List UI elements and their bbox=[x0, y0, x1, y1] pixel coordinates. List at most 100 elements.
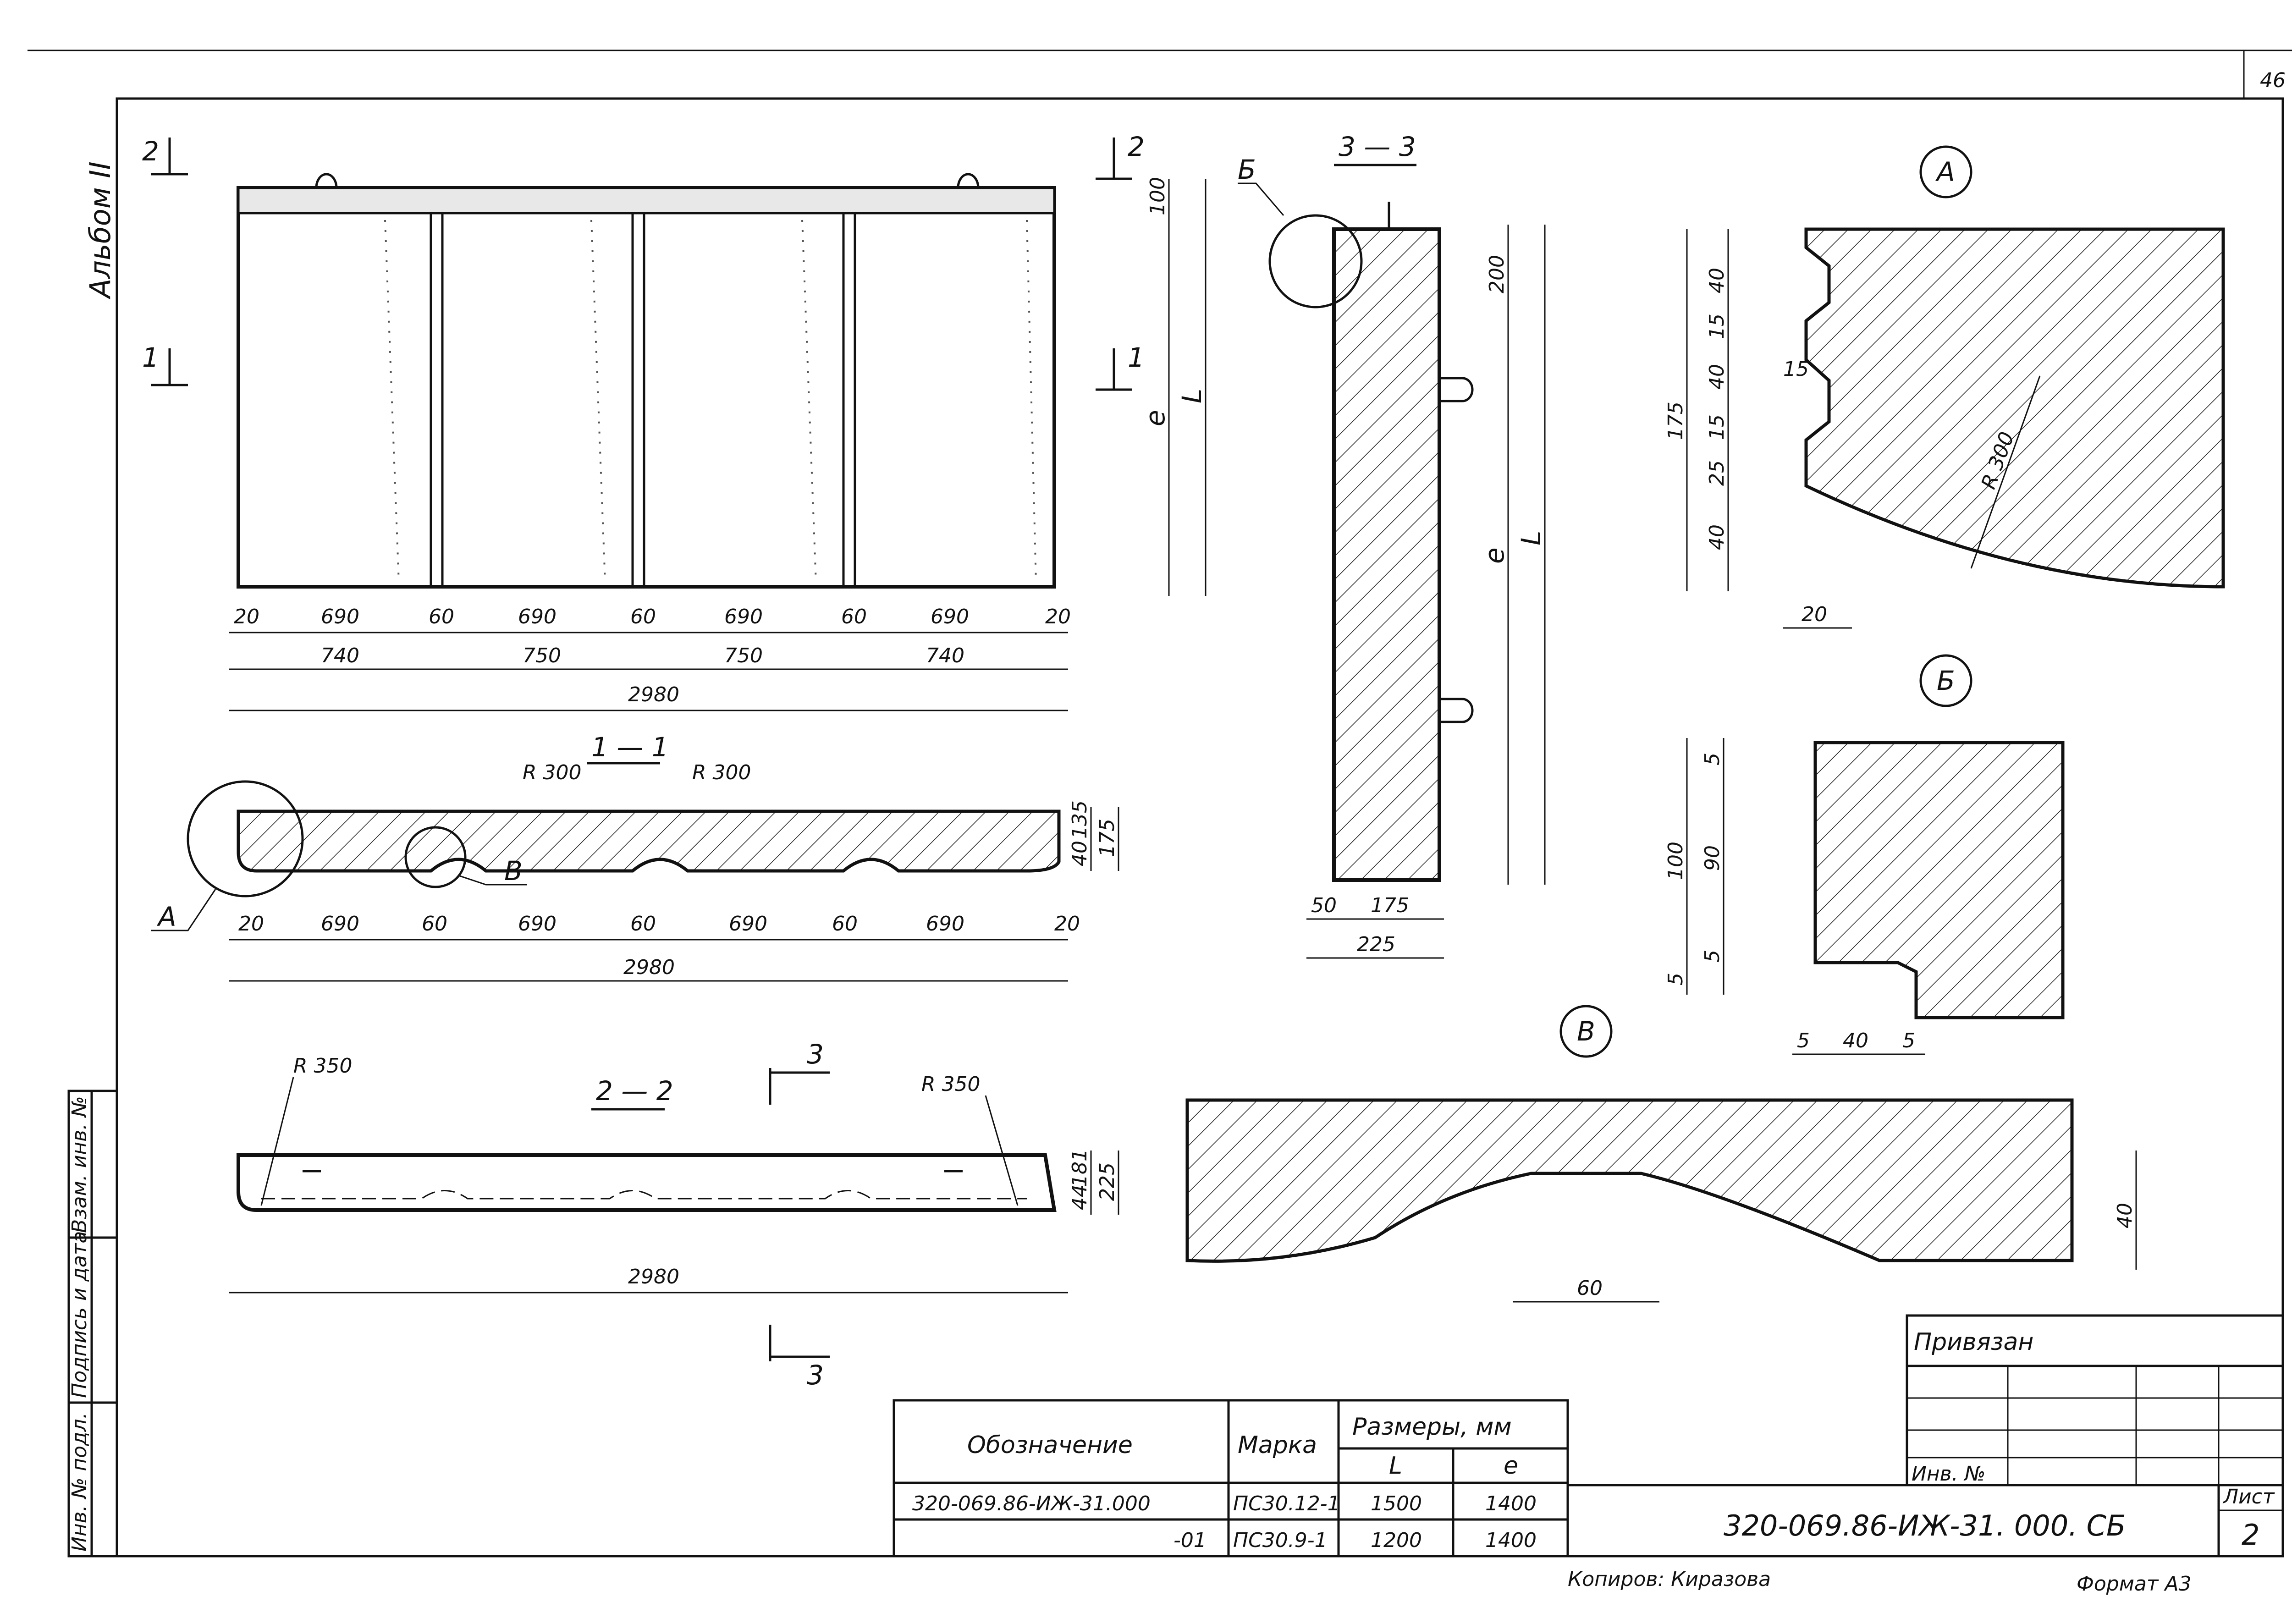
loop-upper bbox=[1439, 377, 1474, 402]
dim-label: 40 bbox=[2113, 1203, 2137, 1228]
dim-label: 690 bbox=[931, 605, 969, 628]
detail-B-profile bbox=[1813, 741, 2065, 1019]
sheet-corner-number: 46 bbox=[2260, 69, 2286, 92]
section-mark-label: 2 bbox=[1128, 131, 1145, 162]
section-title: 2 — 2 bbox=[596, 1075, 673, 1107]
section-3-3-profile bbox=[1332, 227, 1441, 882]
stamp-replaced-inv: Взам. инв. № bbox=[68, 1096, 91, 1233]
dim-label: 690 bbox=[518, 605, 556, 628]
section-2-2-outline bbox=[237, 1153, 1057, 1212]
callout-label-A: A bbox=[156, 901, 176, 932]
section-mark-label: 1 bbox=[1128, 342, 1145, 373]
header-mark: Марка bbox=[1238, 1431, 1317, 1459]
detail-circle-A bbox=[1919, 145, 1972, 198]
drawing-code: 320-069.86-ИЖ-31. 000. СБ bbox=[1724, 1509, 2126, 1542]
row-e: 1400 bbox=[1485, 1492, 1537, 1515]
dim-label: 20 bbox=[238, 912, 264, 936]
row-designation: -01 bbox=[1174, 1529, 1207, 1552]
dim-label: 5 bbox=[1902, 1029, 1915, 1052]
radius-label: R 300 bbox=[692, 761, 751, 784]
section-1-1-profile bbox=[237, 809, 1061, 873]
detail-A-profile bbox=[1804, 227, 2225, 589]
dim-label: 60 bbox=[630, 912, 656, 936]
dim-label: e bbox=[1140, 410, 1171, 426]
dim-label: 5 bbox=[1701, 753, 1724, 765]
panel-outline bbox=[237, 186, 1056, 589]
section-mark-1-left bbox=[151, 348, 188, 386]
dim-label: 50 bbox=[1311, 894, 1337, 917]
dim-label: 60 bbox=[630, 605, 656, 628]
section-2-2: 2 — 2 R 350 R 350 3 3 2980 44 181 225 bbox=[229, 1039, 1119, 1391]
dim-label: 5 bbox=[1701, 950, 1724, 963]
detail-circle-B bbox=[1919, 654, 1972, 707]
dim-label: 40 bbox=[1843, 1029, 1868, 1052]
dim-label: 200 bbox=[1485, 255, 1509, 293]
detail-B: Б 5 90 100 5 5 5 40 5 bbox=[1664, 654, 2065, 1055]
row-L: 1500 bbox=[1371, 1492, 1422, 1515]
dim-label: 5 bbox=[1797, 1029, 1810, 1052]
dim-label: 15 bbox=[1705, 314, 1729, 339]
detail-V-profile bbox=[1185, 1098, 2074, 1263]
dim-label: 20 bbox=[1802, 603, 1827, 626]
stamp-signature-date: Подпись и дата bbox=[68, 1231, 91, 1398]
footer-format: Формат А3 bbox=[2077, 1572, 2192, 1596]
dim-label: 5 bbox=[1664, 973, 1687, 985]
header-designation: Обозначение bbox=[967, 1431, 1133, 1459]
album-label: Альбом II bbox=[83, 161, 117, 300]
dim-label: 40 bbox=[1705, 268, 1729, 293]
dim-label: 60 bbox=[1577, 1277, 1603, 1300]
dim-label: 100 bbox=[1664, 842, 1687, 880]
dim-label: 225 bbox=[1096, 1162, 1119, 1201]
dim-label: 750 bbox=[523, 644, 561, 667]
dim-label: L bbox=[1515, 531, 1547, 545]
cut-mark-3-top bbox=[769, 1068, 830, 1105]
section-title: 3 — 3 bbox=[1339, 131, 1416, 162]
callout-circle-B bbox=[404, 826, 467, 888]
section-3-3: 3 — 3 Б 200 e L 50 175 225 bbox=[1238, 131, 1547, 959]
detail-label-B: Б bbox=[1937, 665, 1955, 696]
title-privyazan: Привязан bbox=[1914, 1328, 2033, 1356]
section-mark-2-right bbox=[1096, 138, 1132, 180]
dim-label-total: 2980 bbox=[628, 1265, 679, 1288]
dim-label: 750 bbox=[724, 644, 763, 667]
dim-label: e bbox=[1479, 547, 1510, 564]
cut-mark-label: 3 bbox=[807, 1039, 824, 1070]
detail-V: В 60 40 bbox=[1185, 1005, 2137, 1303]
dim-label: 40 bbox=[1705, 524, 1729, 550]
sheet-number: 2 bbox=[2242, 1518, 2259, 1552]
loop-lower bbox=[1439, 698, 1474, 723]
dim-label: 740 bbox=[321, 644, 359, 667]
footer-copied: Копиров: Киразова bbox=[1568, 1568, 1771, 1591]
dim-label: 60 bbox=[429, 605, 454, 628]
detail-label-A: A bbox=[1935, 156, 1955, 187]
lifting-loop-right bbox=[957, 173, 980, 188]
sheet-label: Лист bbox=[2222, 1485, 2275, 1508]
dim-label: 135 bbox=[1068, 800, 1091, 839]
radius-label: R 300 bbox=[523, 761, 582, 784]
title-inv: Инв. № bbox=[1912, 1462, 1985, 1486]
dim-label: 690 bbox=[518, 912, 556, 936]
dim-label: 690 bbox=[321, 912, 359, 936]
row-L: 1200 bbox=[1371, 1529, 1422, 1552]
dim-label: 60 bbox=[422, 912, 447, 936]
panel-elevation: 2 1 2 1 20 690 60 690 60 690 60 690 20 7… bbox=[142, 131, 1207, 711]
dim-label: 225 bbox=[1357, 933, 1395, 956]
radius-label: R 350 bbox=[293, 1054, 353, 1078]
section-mark-label: 2 bbox=[142, 136, 159, 167]
callout-label-B: B bbox=[504, 855, 523, 886]
dim-label: 60 bbox=[832, 912, 858, 936]
dim-label: 100 bbox=[1146, 177, 1169, 215]
radius-label: R 350 bbox=[921, 1073, 981, 1096]
dim-label-total: 2980 bbox=[628, 683, 679, 706]
dim-label: 90 bbox=[1701, 845, 1724, 871]
lifting-loop-left bbox=[315, 173, 338, 188]
header-e: e bbox=[1504, 1452, 1518, 1480]
section-mark-1-right bbox=[1096, 348, 1132, 391]
dim-label: 15 bbox=[1783, 358, 1809, 381]
dim-label-total: 2980 bbox=[623, 956, 675, 979]
dim-label: 690 bbox=[926, 912, 964, 936]
dim-label: 20 bbox=[234, 605, 259, 628]
section-title: 1 — 1 bbox=[591, 732, 669, 763]
left-stamp: Инв. № подл. Подпись и дата Взам. инв. № bbox=[67, 1090, 118, 1558]
